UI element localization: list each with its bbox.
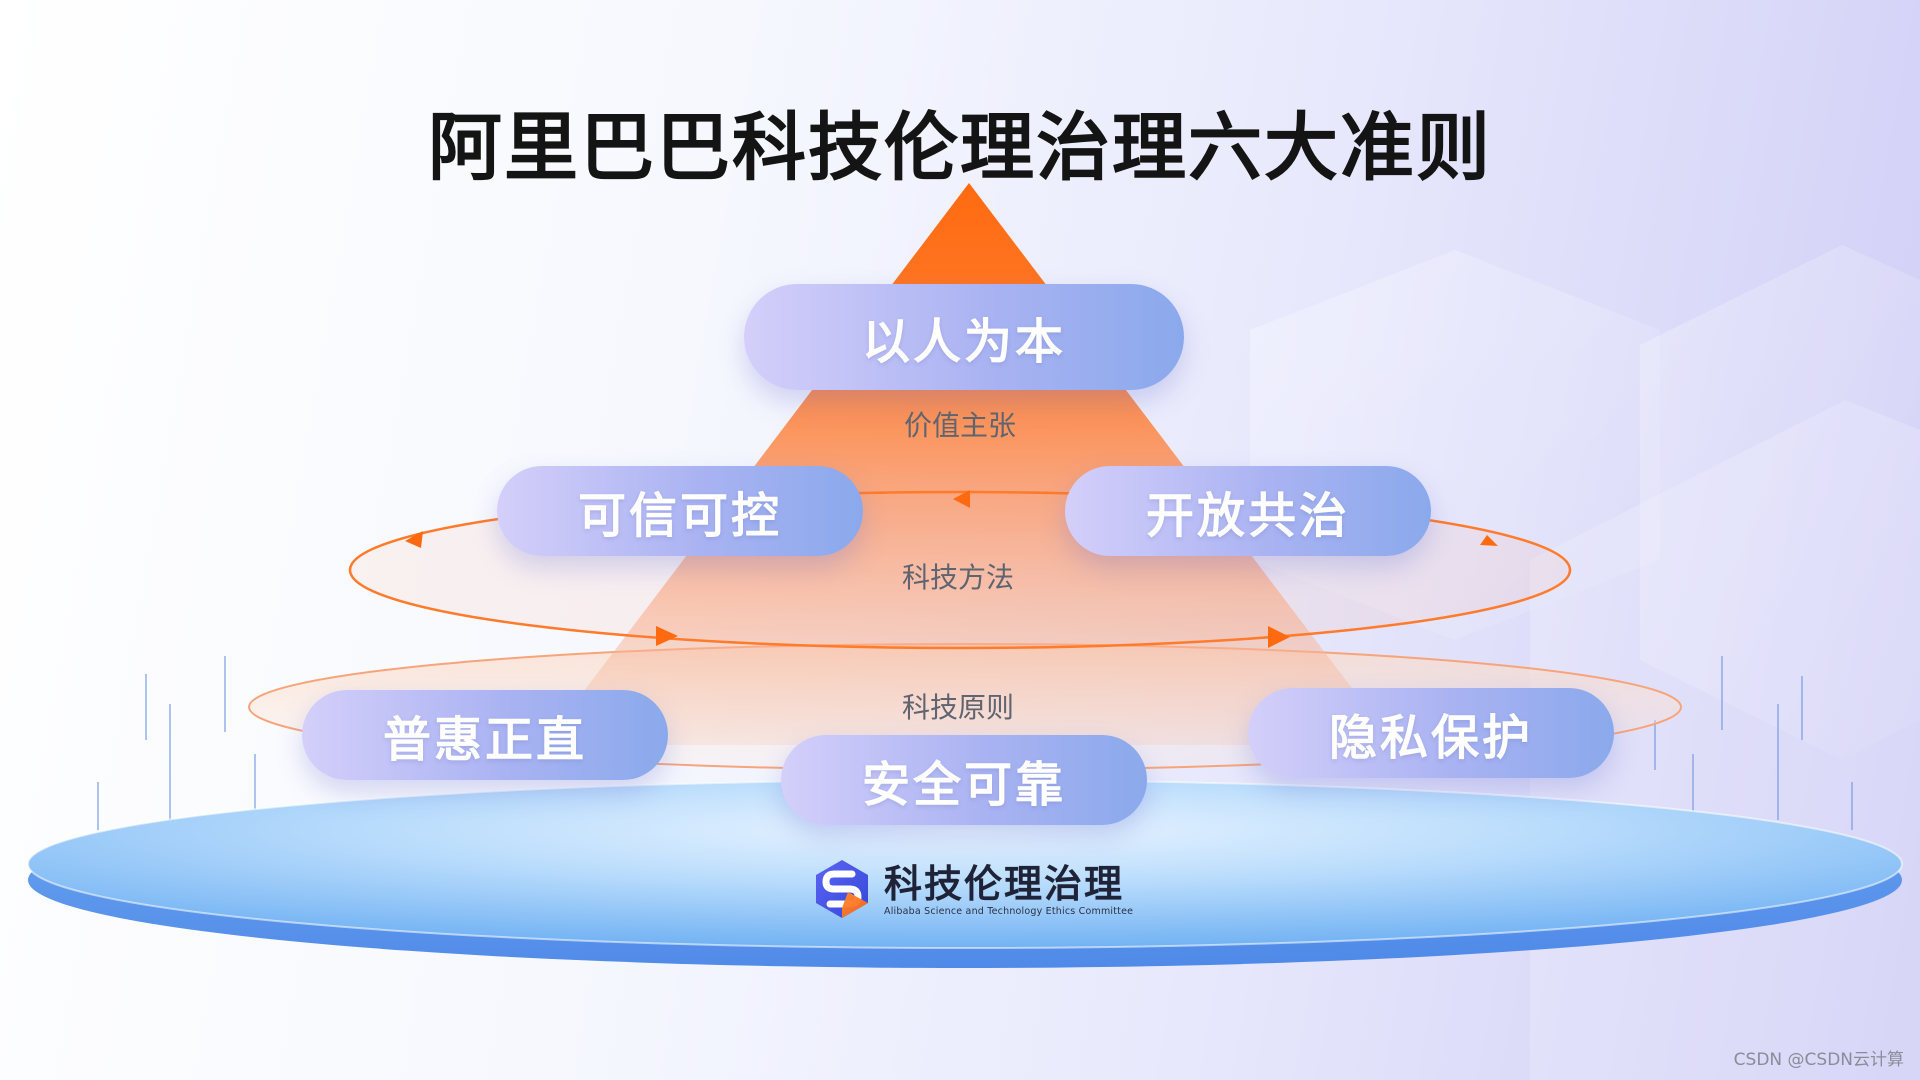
layer-label-method: 科技方法 <box>901 561 1014 594</box>
logo-name: 科技伦理治理 <box>884 861 1125 906</box>
principle-pill-people-oriented: 以人为本 <box>744 284 1184 390</box>
layer-label-value: 价值主张 <box>903 409 1016 442</box>
logo-subtitle: Alibaba Science and Technology Ethics Co… <box>884 905 1134 917</box>
principle-pill-privacy-protection: 隐私保护 <box>1248 688 1614 778</box>
principle-pill-trustworthy-controllable: 可信可控 <box>497 466 863 556</box>
principle-pill-safe-reliable: 安全可靠 <box>781 735 1147 825</box>
ethics-committee-logo: 科技伦理治理 Alibaba Science and Technology Et… <box>812 858 1133 920</box>
hexagon-s-logo-icon <box>816 860 868 918</box>
watermark: CSDN @CSDN云计算 <box>1733 1050 1904 1070</box>
layer-label-principle: 科技原则 <box>901 691 1014 724</box>
page-title: 阿里巴巴科技伦理治理六大准则 <box>428 105 1492 191</box>
principle-pill-inclusive-integrity: 普惠正直 <box>302 690 668 780</box>
principle-pill-open-governance: 开放共治 <box>1065 466 1431 556</box>
